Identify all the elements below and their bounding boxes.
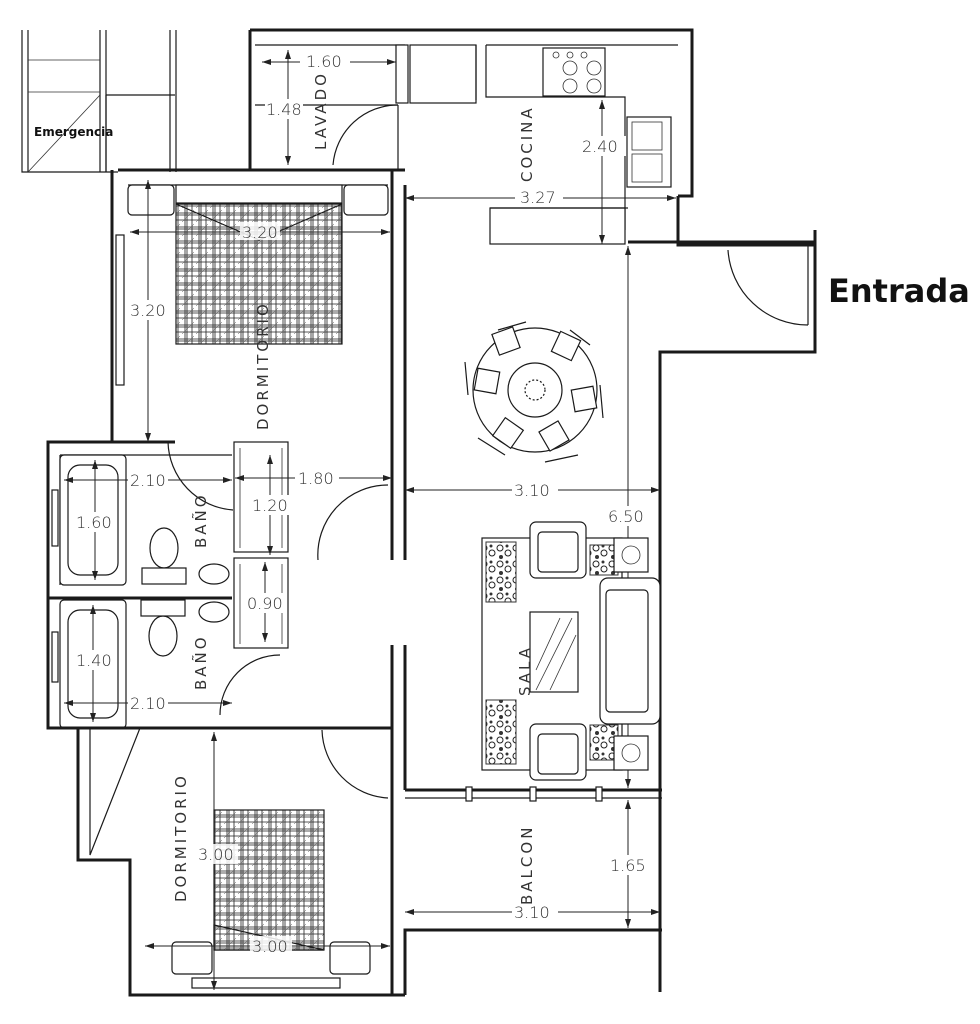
- dim-bano2-width: 2.10: [130, 694, 166, 713]
- dim-lavado-width: 1.60: [306, 52, 342, 71]
- room-dormitorio-2: DORMITORIO: [172, 773, 190, 902]
- dim-balcon-depth: 1.65: [610, 856, 646, 875]
- entrance-door: Entrada: [727, 245, 970, 326]
- room-sala: SALA: [516, 645, 534, 696]
- room-dormitorio-1: DORMITORIO: [254, 301, 272, 430]
- kitchen: 3.27 2.40 COCINA: [405, 44, 678, 245]
- balcony: 3.10 1.65 BALCON: [405, 800, 660, 928]
- bedroom-2: 3.00 3.00 DORMITORIO: [89, 727, 390, 990]
- laundry-area: 1.60 1.48 LAVADO: [255, 44, 477, 170]
- dim-living-depth: 6.50: [608, 507, 644, 526]
- bathroom-1: 1.60 2.10 BAÑO: [48, 454, 232, 600]
- room-cocina: COCINA: [518, 105, 536, 182]
- room-balcon: BALCON: [518, 825, 536, 905]
- bathroom-2: 1.40 2.10 BAÑO: [48, 599, 392, 730]
- dim-balcon-width: 3.10: [514, 903, 550, 922]
- dim-cocina-depth: 2.40: [582, 137, 618, 156]
- dim-dorm1-depth: 3.20: [130, 301, 166, 320]
- emergencia-label: Emergencia: [34, 125, 113, 139]
- room-bano-1: BAÑO: [191, 492, 210, 548]
- dim-bano2-depth: 1.40: [76, 651, 112, 670]
- dim-bano1-depth: 1.60: [76, 513, 112, 532]
- dim-dorm2-width: 3.00: [252, 937, 288, 956]
- room-bano-2: BAÑO: [191, 634, 210, 690]
- dim-bano1-width: 2.10: [130, 471, 166, 490]
- bedroom-1: 3.20 3.20 DORMITORIO: [112, 180, 390, 511]
- room-lavado: LAVADO: [312, 71, 330, 150]
- emergency-stairs: Emergencia: [21, 30, 177, 173]
- dim-hall-width: 1.80: [298, 469, 334, 488]
- dim-closet-2: 0.90: [247, 594, 283, 613]
- dim-closet-1: 1.20: [252, 496, 288, 515]
- exterior-walls: [46, 28, 817, 997]
- dim-lavado-depth: 1.48: [266, 100, 302, 119]
- entrada-label: Entrada: [828, 272, 970, 310]
- dim-cocina-width: 3.27: [520, 188, 556, 207]
- dim-living-width: 3.10: [514, 481, 550, 500]
- dim-dorm1-width: 3.20: [242, 223, 278, 242]
- dining-table: [464, 321, 604, 463]
- living-room-furniture: SALA: [481, 521, 661, 781]
- closets: 1.20 0.90 1.80: [233, 441, 392, 649]
- dim-dorm2-depth: 3.00: [198, 845, 234, 864]
- living-dining: 3.10 6.50 SALA: [405, 246, 662, 802]
